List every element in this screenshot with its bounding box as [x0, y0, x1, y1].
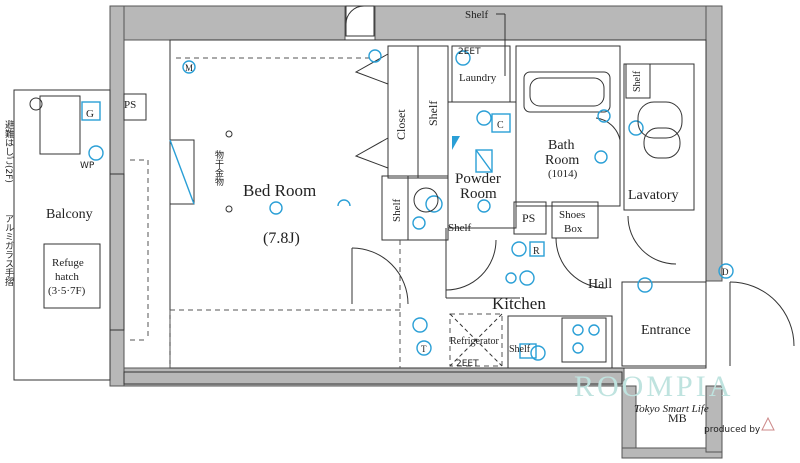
two-eet-bottom-label: 2EET — [456, 359, 479, 369]
c-symbol-label: C — [497, 120, 504, 131]
ps-left-label: PS — [124, 99, 136, 111]
ps-hall-label: PS — [522, 211, 535, 225]
watermark-tagline: Tokyo Smart Life — [634, 403, 709, 415]
mb-label: MB — [668, 411, 687, 425]
door-swings — [345, 5, 795, 366]
shelf-top-label: Shelf — [465, 9, 489, 21]
bedroom-dashes — [130, 57, 401, 368]
powder-label-1: Powder — [455, 171, 501, 187]
outer-walls — [109, 5, 723, 459]
hall-label: Hall — [588, 277, 612, 292]
shoes-box-label-2: Box — [564, 223, 583, 235]
balcony-label: Balcony — [46, 207, 93, 222]
refuge-hatch-label-3: (3·5·7F) — [48, 285, 86, 297]
refuge-hatch-label-1: Refuge — [52, 257, 84, 269]
shoes-box-label-1: Shoes — [559, 209, 585, 221]
kitchen-label: Kitchen — [492, 294, 546, 313]
equipment-symbols — [29, 49, 734, 361]
watermark-brand: ROOMPIA — [574, 370, 733, 403]
refrigerator-label: Refrigerator — [450, 336, 500, 347]
closet-shelf-label: Shelf — [426, 101, 440, 126]
shelf-powder-label: Shelf — [448, 222, 472, 234]
two-eet-top-label: 2EET — [458, 47, 481, 57]
shelf-powder-left-label: Shelf — [391, 198, 403, 222]
powder-label-2: Room — [460, 186, 497, 202]
bath-label-2: Room — [545, 153, 579, 168]
ladder-note: 避難はしご(2F) — [3, 119, 14, 183]
bedroom-size: (7.8J) — [263, 230, 300, 247]
wp-label: WP — [80, 161, 95, 171]
m-symbol-label: M — [185, 63, 193, 73]
hanger-note: 物干金物 — [213, 149, 224, 187]
watermark-logo-icon — [761, 416, 775, 431]
bedroom-label: Bed Room — [243, 181, 316, 200]
kitchen-shelf-label: Shelf — [509, 344, 531, 355]
r-symbol-label: R — [533, 246, 540, 257]
bath-label-1: Bath — [548, 138, 574, 153]
refuge-hatch-label-2: hatch — [55, 271, 79, 283]
closet-doors — [354, 53, 389, 169]
inner-walls — [13, 39, 707, 381]
gas-meter-label: G — [86, 108, 94, 120]
glass-rail-note: アルミガラス手摺 — [3, 214, 14, 287]
closet-label: Closet — [394, 109, 408, 140]
d-symbol-label: D — [722, 267, 729, 277]
t-symbol-label: T — [421, 344, 427, 354]
bath-size: (1014) — [548, 168, 578, 180]
entrance-label: Entrance — [641, 323, 691, 338]
laundry-label: Laundry — [459, 72, 497, 84]
watermark-produced-by: produced by — [704, 425, 761, 435]
lavatory-label: Lavatory — [628, 188, 679, 203]
lavatory-shelf-label: Shelf — [632, 70, 643, 92]
balcony-rail — [123, 371, 623, 385]
